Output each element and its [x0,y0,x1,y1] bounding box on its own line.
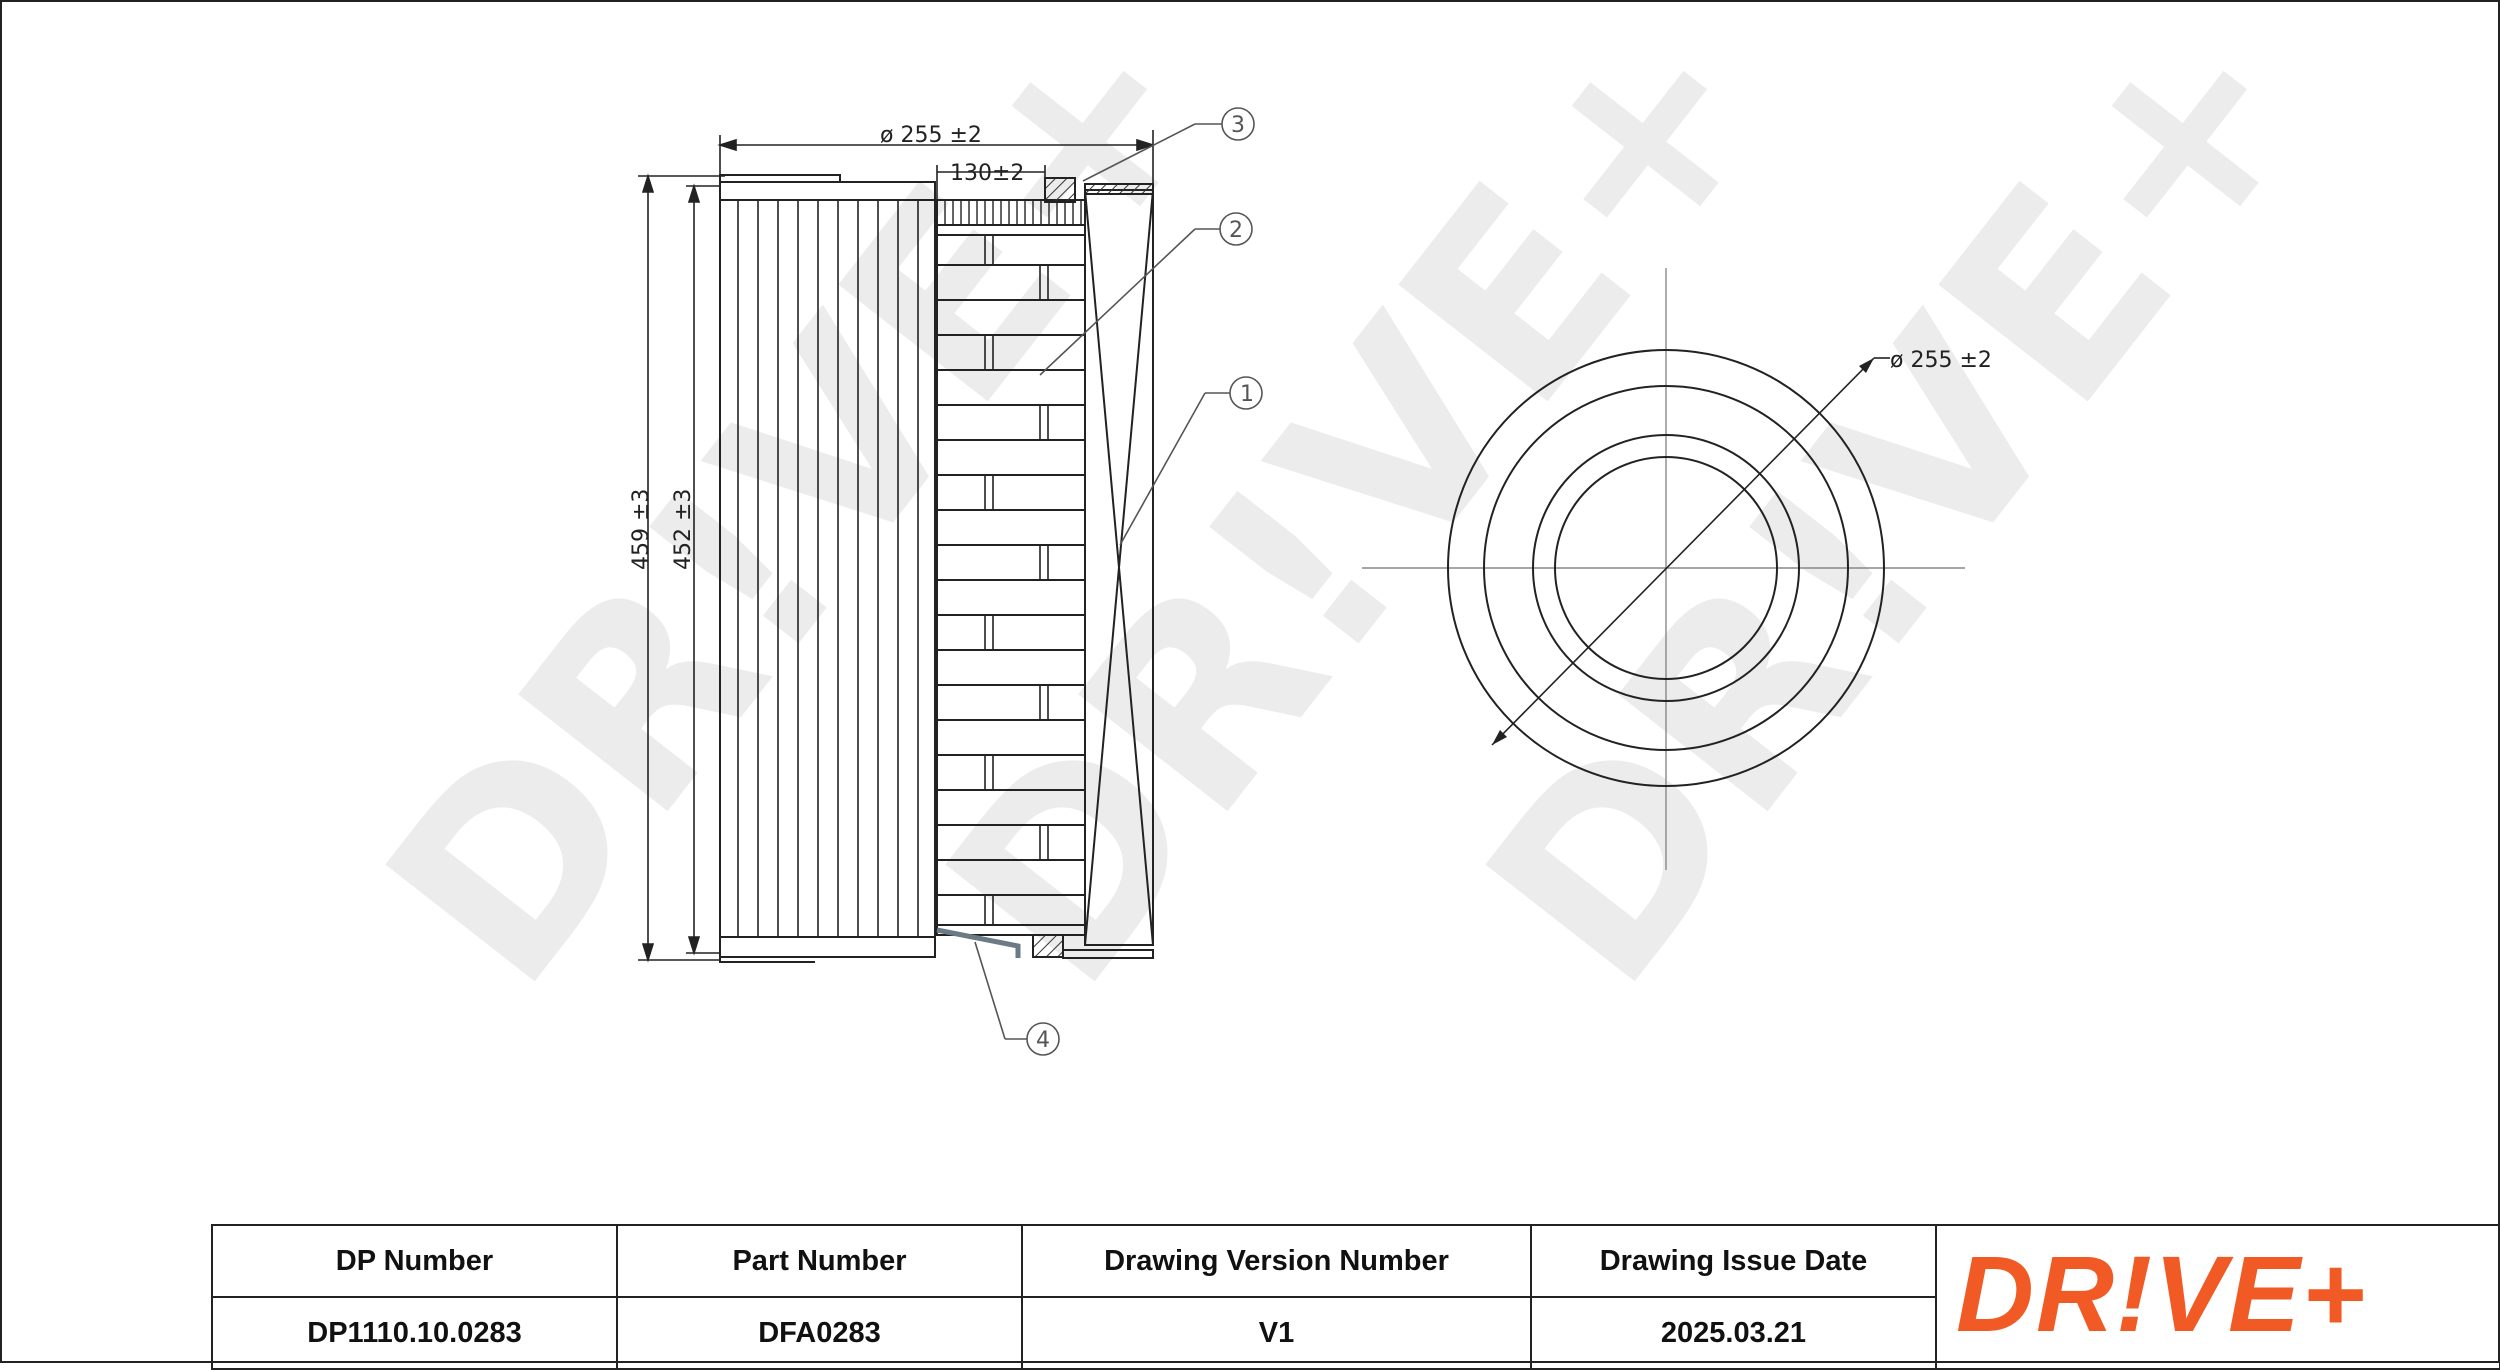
callout-4-label: 4 [1036,1028,1050,1053]
bottom-flange [1032,934,1064,958]
side-view [719,174,1154,963]
callout-2-label: 2 [1229,218,1243,243]
pleat-lines [737,200,919,937]
dim-flange-width: 130±2 [950,161,1024,186]
value-part-number: DFA0283 [616,1296,1023,1370]
value-issue-date: 2025.03.21 [1530,1296,1937,1370]
dim-overall-height: 459 ±3 [629,489,654,570]
top-view [1362,268,1965,870]
callout-3-label: 3 [1231,113,1245,138]
header-part-number: Part Number [616,1224,1023,1298]
outer-ring [1447,349,1885,787]
inner-ring [1554,456,1778,680]
value-dp-number: DP1110.10.0283 [211,1296,618,1370]
drive-logo: DR!VE+ [1956,1233,2367,1354]
title-block-value-row: DP1110.10.0283 DFA0283 V1 2025.03.21 [211,1296,2500,1370]
title-block: DP Number Part Number Drawing Version Nu… [211,1224,2500,1370]
mesh-rows [937,234,1085,926]
diameter-leader [1491,357,1875,746]
side-dimensions [638,130,1156,963]
header-version: Drawing Version Number [1021,1224,1532,1298]
bottom-gasket [936,927,1021,958]
mesh-ribs [984,235,1049,925]
top-flange [1044,177,1076,203]
third-ring [1532,434,1800,702]
dim-body-height: 452 ±3 [671,489,696,570]
callouts [974,107,1263,1056]
logo-text: DR!VE+ [1956,1233,2367,1354]
header-dp-number: DP Number [211,1224,618,1298]
callout-1-label: 1 [1240,382,1254,407]
second-ring [1483,385,1849,751]
dim-outer-diameter-side: ø 255 ±2 [880,123,982,148]
dim-outer-diameter-top: ø 255 ±2 [1890,348,1992,373]
logo-cell: DR!VE+ [1935,1224,2500,1370]
value-version: V1 [1021,1296,1532,1370]
pleated-body [719,181,936,958]
header-issue-date: Drawing Issue Date [1530,1224,1937,1298]
title-block-header-row: DP Number Part Number Drawing Version Nu… [211,1224,2500,1370]
